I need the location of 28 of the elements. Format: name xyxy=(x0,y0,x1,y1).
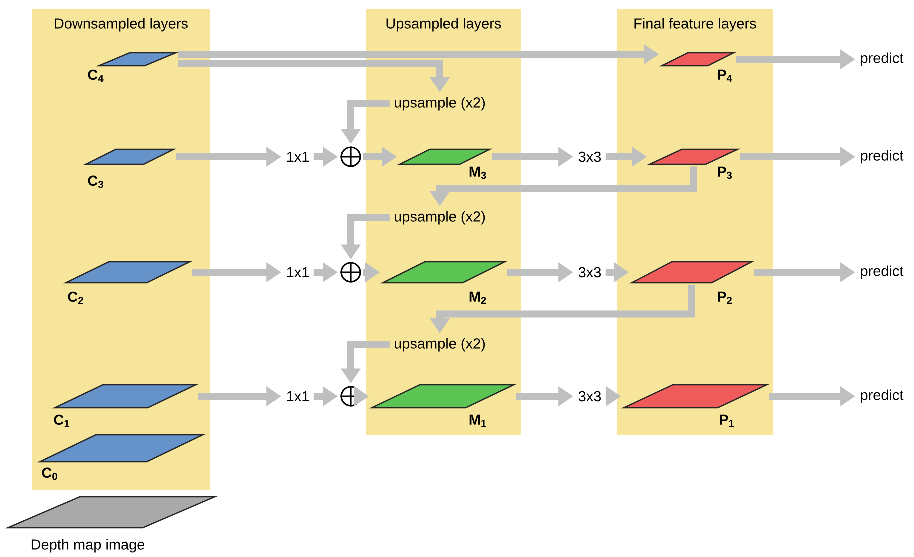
layer-label: C$_{0}$ xyxy=(42,468,58,480)
layer-label: M$_{3}$ xyxy=(470,166,486,180)
layer-label: C$_{3}$ xyxy=(88,176,104,188)
operation-label: 1x1 xyxy=(287,152,309,162)
layer-label: P$_{3}$ xyxy=(718,166,732,180)
output-label: predict xyxy=(861,52,904,66)
layer-label: Depth map image xyxy=(32,539,145,553)
operation-label: 3x3 xyxy=(578,267,602,278)
layer-label: M$_{1}$ xyxy=(470,414,486,428)
plus-circle-symbol xyxy=(340,261,362,284)
layer-label: M$_{2}$ xyxy=(470,292,486,304)
layer-label: P$_{4}$ xyxy=(718,70,732,82)
operation-label: 3x3 xyxy=(578,152,602,162)
operation-label: upsample (x2) xyxy=(395,97,486,111)
operation-label: 3x3 xyxy=(578,391,602,402)
layer-label: C$_{1}$ xyxy=(54,414,70,428)
layer-label: P$_{1}$ xyxy=(720,414,734,428)
output-label: predict xyxy=(861,390,904,404)
layer-label: P$_{2}$ xyxy=(718,292,732,304)
layer-label: C$_{4}$ xyxy=(88,70,104,82)
output-label: predict xyxy=(861,266,904,280)
operation-label: upsample (x2) xyxy=(395,338,486,352)
operation-label: upsample (x2) xyxy=(395,211,486,225)
operation-label: 1x1 xyxy=(287,268,309,278)
plus-circle-symbol xyxy=(340,146,362,168)
output-label: predict xyxy=(861,150,904,164)
operation-label: 1x1 xyxy=(287,392,309,402)
layer-label: C$_{2}$ xyxy=(68,292,84,304)
